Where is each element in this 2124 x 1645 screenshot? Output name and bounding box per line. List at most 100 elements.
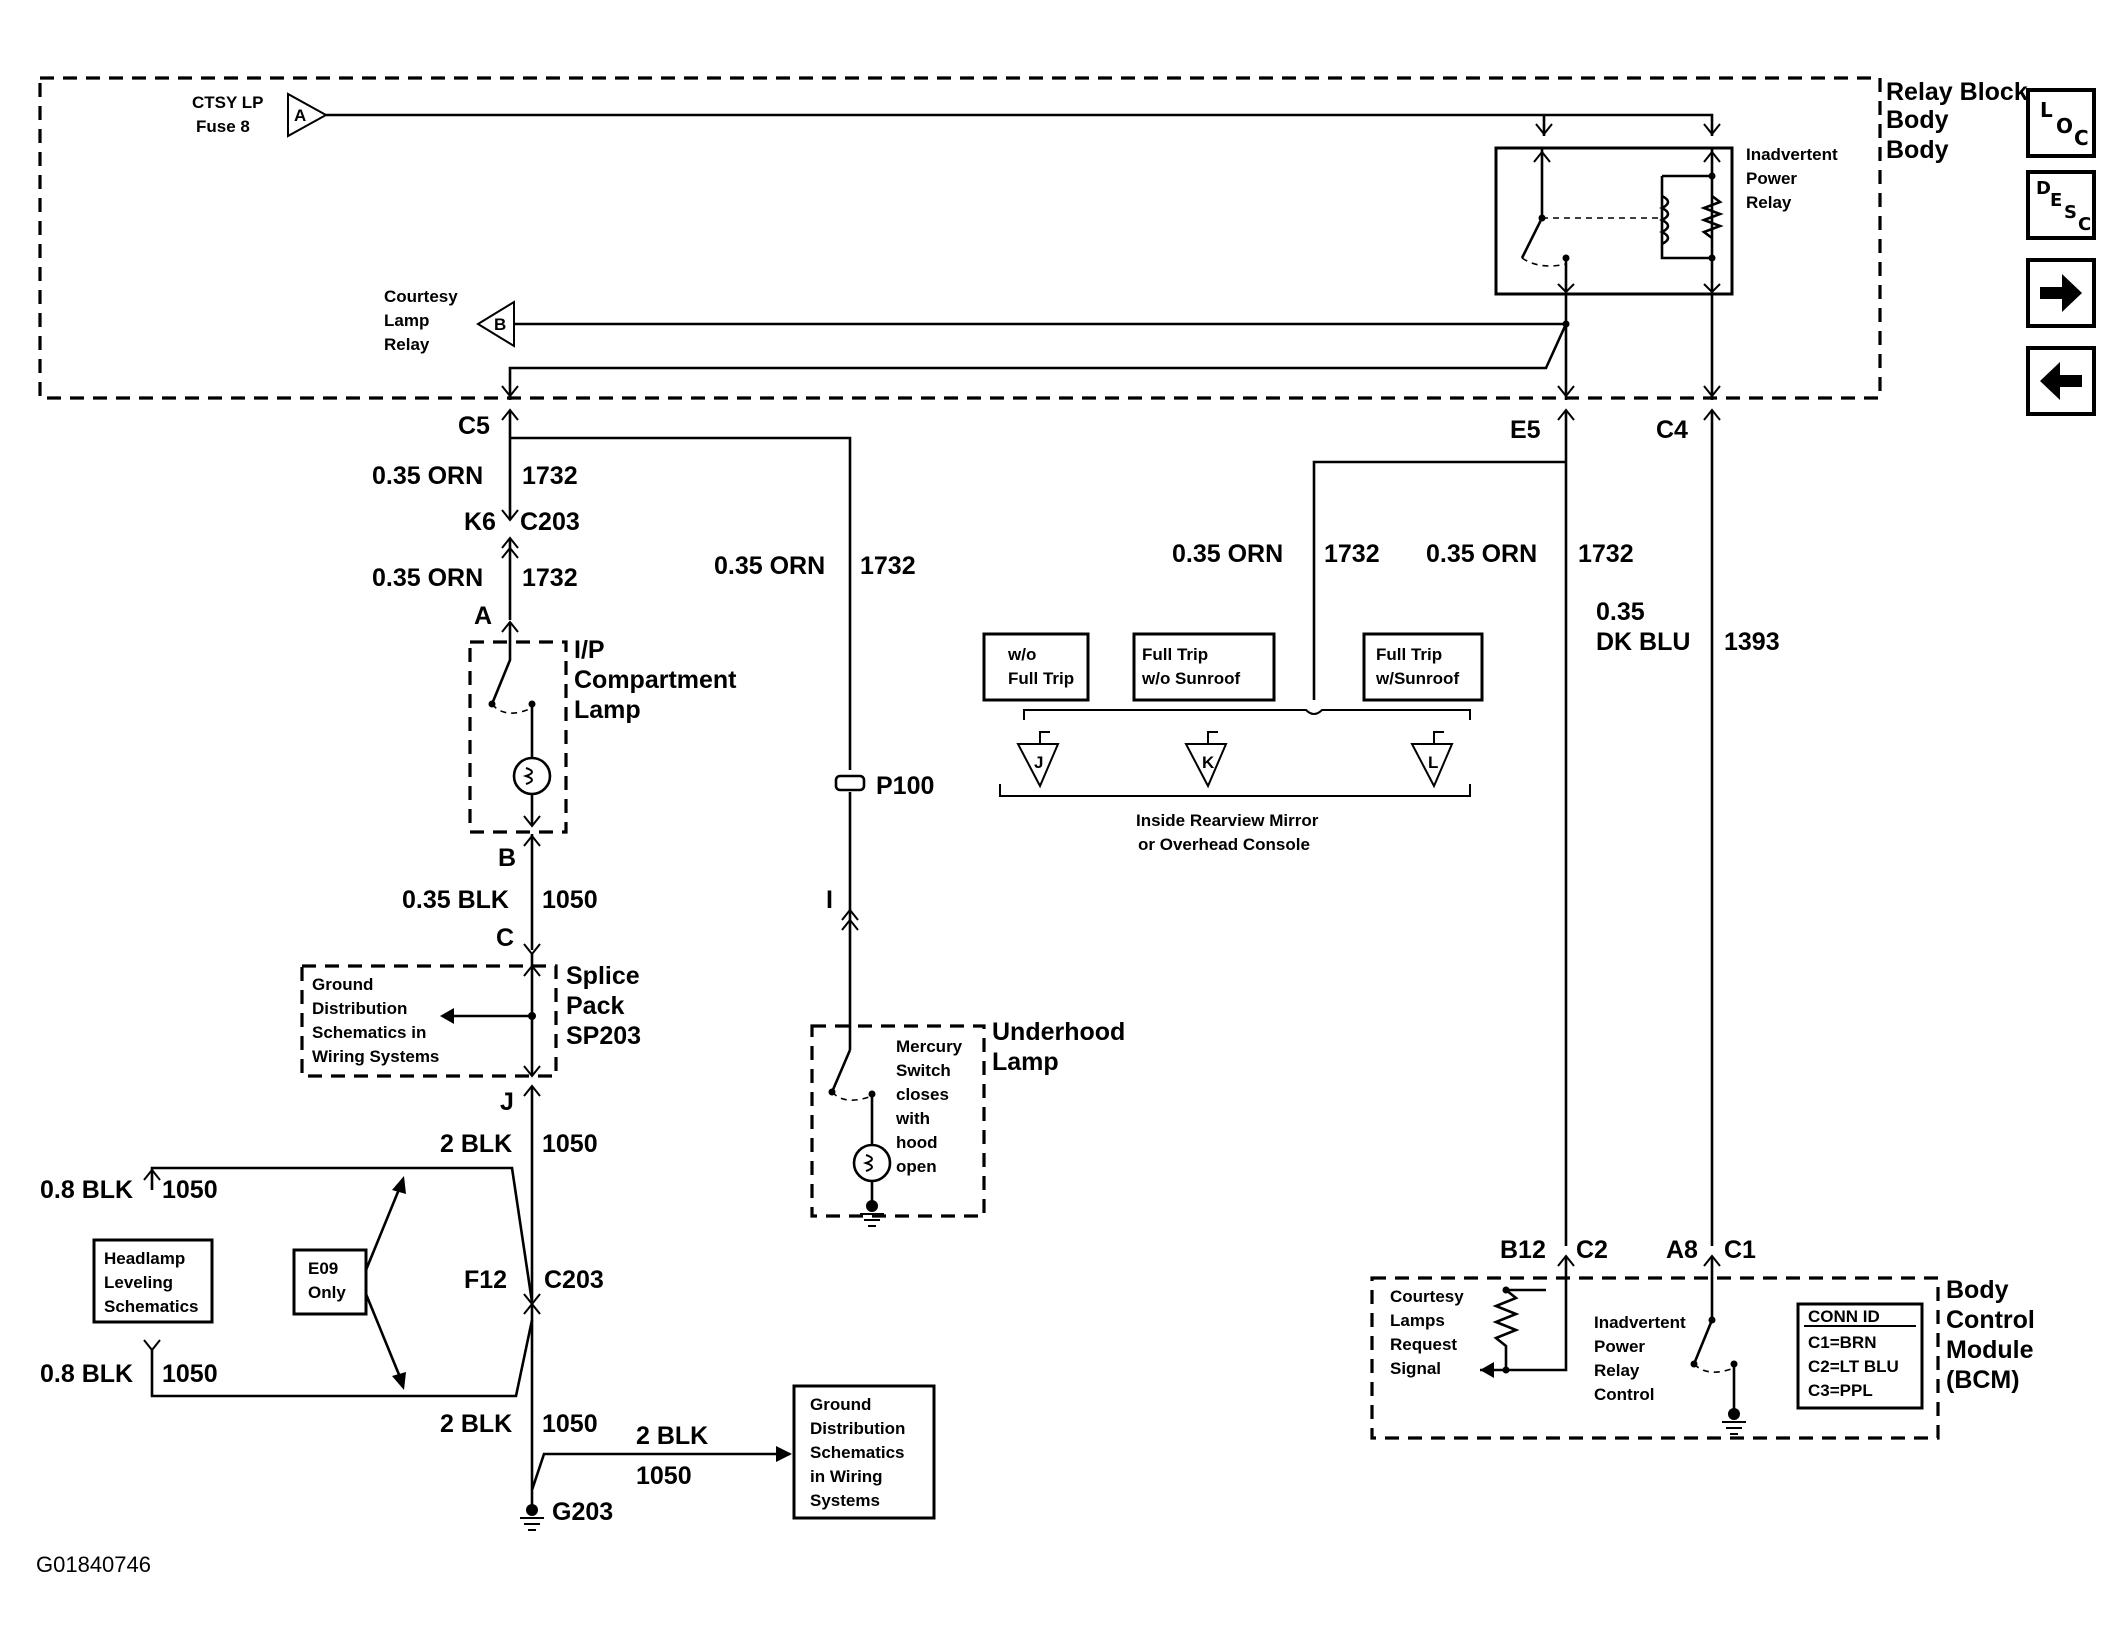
arrow-left-icon: [2040, 362, 2082, 400]
bcm-ground-icon: [1722, 1421, 1746, 1435]
mirror-pin-l: L: [1428, 753, 1438, 772]
bcm-courtesy-wires: [1480, 1256, 1568, 1372]
wire-8-size: 2 BLK: [440, 1130, 512, 1158]
splice-label-2: Pack: [566, 992, 624, 1020]
inadvertent-relay-label-3: Relay: [1746, 193, 1792, 212]
conn-id-3: C3=PPL: [1808, 1381, 1873, 1400]
conn-a8: A8: [1666, 1236, 1698, 1264]
mirror-pin-j: J: [1034, 753, 1043, 772]
conn-e5: E5: [1510, 416, 1541, 444]
conn-b12: B12: [1500, 1236, 1546, 1264]
underhood-ground-icon: [860, 1213, 884, 1227]
e09-line2: Only: [308, 1283, 346, 1302]
bcm-title-2: Control: [1946, 1306, 2035, 1334]
mirror-opt2-a: Full Trip: [1142, 645, 1208, 664]
pin-b: B: [498, 844, 516, 872]
ip-lamp-label-1: I/P: [574, 636, 605, 664]
mirror-opt-1: [982, 632, 1090, 702]
e5-wires: [1312, 410, 1568, 1246]
headlamp-line3: Schematics: [104, 1297, 199, 1316]
fuse-pin: A: [294, 106, 306, 125]
wire-3-num: 1732: [860, 552, 916, 580]
conn-c1: C1: [1724, 1236, 1756, 1264]
ground-dist-1-line4: Wiring Systems: [312, 1047, 439, 1066]
bcm-resistor: [1492, 1288, 1520, 1370]
wire-3-size: 0.35 ORN: [714, 552, 825, 580]
ip-lamp-bulb: [512, 756, 552, 796]
underhood-title-2: Lamp: [992, 1048, 1059, 1076]
mercury-5: hood: [896, 1133, 938, 1152]
underhood-outline: [810, 1024, 986, 1218]
wire-6-size1: 0.35: [1596, 598, 1645, 626]
e09-line1: E09: [308, 1259, 338, 1278]
bcm-inadv-4: Control: [1594, 1385, 1654, 1404]
mirror-bracket-top: [1023, 709, 1471, 720]
wire-1-num: 1732: [522, 462, 578, 490]
bcm-courtesy-2: Lamps: [1390, 1311, 1445, 1330]
mirror-pin-triangles: [1016, 743, 1454, 789]
fuse-label-1: CTSY LP: [192, 93, 263, 112]
courtesy-relay-label-3: Relay: [384, 335, 430, 354]
inadvertent-relay-label-2: Power: [1746, 169, 1797, 188]
mirror-opt2-b: w/o Sunroof: [1141, 669, 1241, 688]
p100-passthrough: [834, 774, 866, 792]
ground-wires: [530, 1304, 790, 1510]
ground-dist-1-line3: Schematics in: [312, 1023, 426, 1042]
conn-c2: C2: [1576, 1236, 1608, 1264]
conn-c203-bottom: C203: [544, 1266, 604, 1294]
conn-c5: C5: [458, 412, 490, 440]
conn-f12: F12: [464, 1266, 507, 1294]
g203-ground-icon: [520, 1517, 544, 1531]
mirror-pin-k: K: [1202, 753, 1215, 772]
c5-wires: [508, 410, 852, 770]
headlamp-line1: Headlamp: [104, 1249, 185, 1268]
wire-7-size: 0.35 BLK: [402, 886, 509, 914]
inadvertent-relay-label-1: Inadvertent: [1746, 145, 1838, 164]
relay-coil: [1659, 194, 1670, 246]
inadvertent-relay-box: [1494, 146, 1734, 296]
ground-dist-2-box: [792, 1384, 936, 1520]
conn-g203: G203: [552, 1498, 613, 1526]
figure-id: G01840746: [36, 1552, 151, 1577]
relay-internal-arrows: [1533, 150, 1721, 294]
ip-lamp-label-3: Lamp: [574, 696, 641, 724]
underhood-bulb: [852, 1143, 892, 1183]
conn-c4: C4: [1656, 416, 1688, 444]
mercury-1: Mercury: [896, 1037, 963, 1056]
loc-button[interactable]: L O C: [2026, 88, 2096, 158]
underhood-title-1: Underhood: [992, 1018, 1125, 1046]
ground-dist-2-line3: Schematics: [810, 1443, 905, 1462]
mercury-3: closes: [896, 1085, 949, 1104]
bcm-title-3: Module: [1946, 1336, 2034, 1364]
prev-button[interactable]: [2026, 346, 2096, 416]
pin-c: C: [496, 924, 514, 952]
wire-10-num: 1050: [162, 1360, 218, 1388]
pin-a: A: [474, 602, 492, 630]
relay-coil-frame: [1660, 174, 1712, 260]
wire-4-size: 0.35 ORN: [1172, 540, 1283, 568]
relay-resistor: [1700, 194, 1724, 240]
bcm-courtesy-3: Request: [1390, 1335, 1457, 1354]
relay-block-outline: [38, 76, 1882, 400]
wire-10-size: 0.8 BLK: [40, 1360, 133, 1388]
wire-5-num: 1732: [1578, 540, 1634, 568]
relay-block-exit-arrows: [501, 385, 1721, 398]
e09-arrows: [364, 1181, 404, 1383]
fuse-a-triangle: [287, 92, 329, 138]
fuse-label-2: Fuse 8: [196, 117, 250, 136]
conn-p100: P100: [876, 772, 934, 800]
mirror-label-1: Inside Rearview Mirror: [1136, 811, 1319, 830]
bcm-courtesy-1: Courtesy: [1390, 1287, 1464, 1306]
next-button[interactable]: [2026, 258, 2096, 328]
splice-label-1: Splice: [566, 962, 640, 990]
splice-label-3: SP203: [566, 1022, 641, 1050]
conn-id-box: [1796, 1302, 1924, 1410]
wire-7-num: 1050: [542, 886, 598, 914]
fuse-branch-arrows: [1535, 123, 1721, 136]
wire-4-num: 1732: [1324, 540, 1380, 568]
conn-id-1: C1=BRN: [1808, 1333, 1877, 1352]
courtesy-pin: B: [494, 315, 506, 334]
ip-lamp-outline: [468, 640, 568, 834]
pin-j: J: [500, 1088, 514, 1116]
desc-button[interactable]: D E S C: [2026, 170, 2096, 240]
